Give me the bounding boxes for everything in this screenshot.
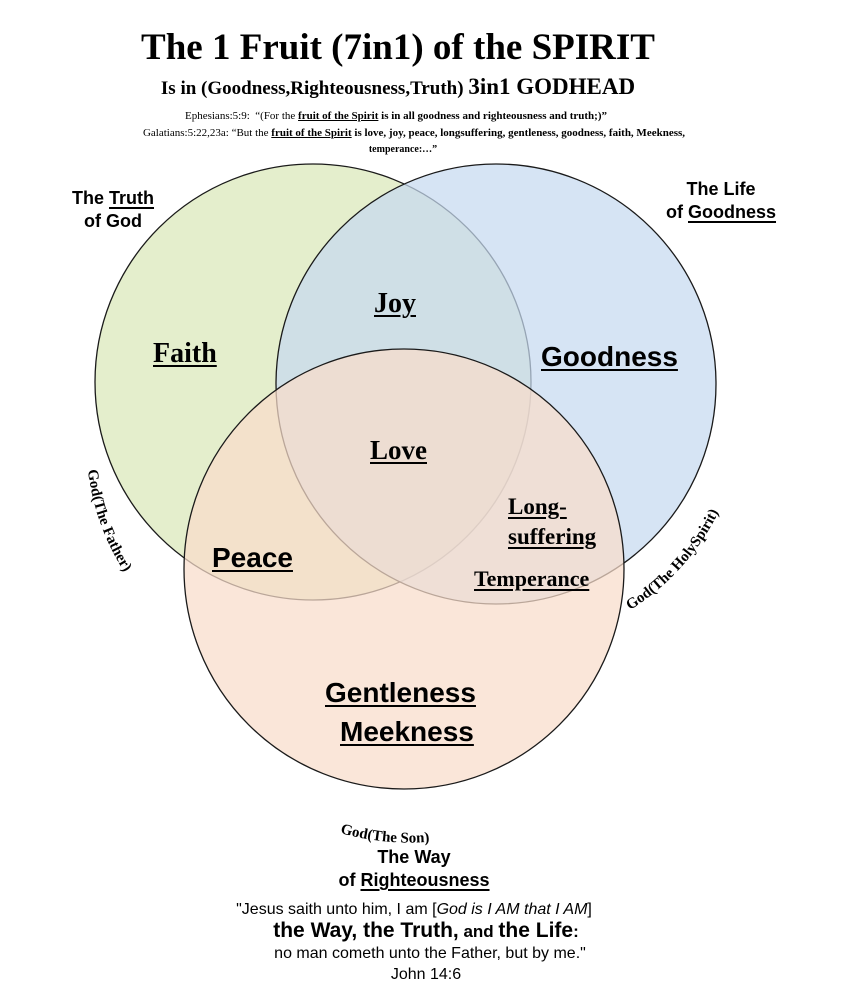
longsuffering-line1: Long-: [508, 494, 567, 519]
fruit-meekness: Meekness: [340, 716, 474, 747]
righteousness-circle-title: The Way of Righteousness: [338, 847, 490, 890]
fruit-gentleness: Gentleness: [325, 677, 476, 708]
fruit-peace: Peace: [212, 542, 293, 573]
fruit-longsuffering: Long- suffering: [508, 492, 596, 552]
verse2-link: fruit of the Spirit: [271, 127, 352, 139]
page-subtitle: Is in (Goodness,Righteousness,Truth) 3in…: [161, 74, 635, 100]
righteousness-word: Righteousness: [360, 870, 490, 890]
subtitle-suffix: 3in1 GODHEAD: [468, 74, 636, 99]
truth-line2: of God: [84, 211, 142, 231]
verse-galatians: Galatians:5:22,23a: “But the fruit of th…: [143, 127, 685, 139]
verse2-end: temperance:…”: [368, 144, 438, 155]
quote-line1: "Jesus saith unto him, I am [God is I AM…: [236, 901, 592, 918]
verse1-open: “(For the: [255, 110, 299, 122]
quote-line2: the Way, the Truth, and the Life:: [273, 919, 579, 942]
quote-line3: no man cometh unto the Father, but by me…: [274, 945, 586, 962]
truth-circle-title: The Truth of God: [72, 188, 155, 231]
verse2-rest: is love, joy, peace, longsuffering, gent…: [351, 127, 686, 139]
longsuffering-line2: suffering: [508, 524, 597, 549]
goodness-line1: The Life: [686, 179, 756, 199]
verse1-link: fruit of the Spirit: [298, 110, 379, 122]
goodness-circle-title: The Life of Goodness: [666, 179, 777, 222]
fruit-joy: Joy: [374, 288, 416, 319]
quote-italic: God is I AM that I AM: [436, 901, 588, 918]
fruit-temperance: Temperance: [474, 566, 590, 591]
verse-ephesians: Ephesians:5:9: “(For the fruit of the Sp…: [185, 110, 607, 122]
fruit-faith: Faith: [153, 338, 217, 369]
verse2-ref: Galatians:5:22,23a:: [142, 127, 229, 139]
arc-label-son: God(The Son): [339, 821, 430, 846]
verse1-rest: is in all goodness and righteousness and…: [378, 110, 608, 122]
goodness-word: Goodness: [688, 202, 777, 222]
page-title: The 1 Fruit (7in1) of the SPIRIT: [141, 27, 655, 68]
righteousness-line1: The Way: [377, 847, 451, 867]
verse2-open: “But the: [231, 127, 272, 139]
verse1-ref: Ephesians:5:9:: [184, 110, 250, 122]
subtitle-prefix: Is in (Goodness,Righteousness,Truth): [160, 78, 464, 99]
righteousness-circle: [183, 348, 625, 790]
fruit-goodness: Goodness: [541, 341, 678, 372]
fruit-love: Love: [370, 435, 427, 465]
truth-word: Truth: [109, 188, 155, 208]
circle-group: [94, 163, 717, 790]
quote-reference: John 14:6: [390, 966, 462, 983]
